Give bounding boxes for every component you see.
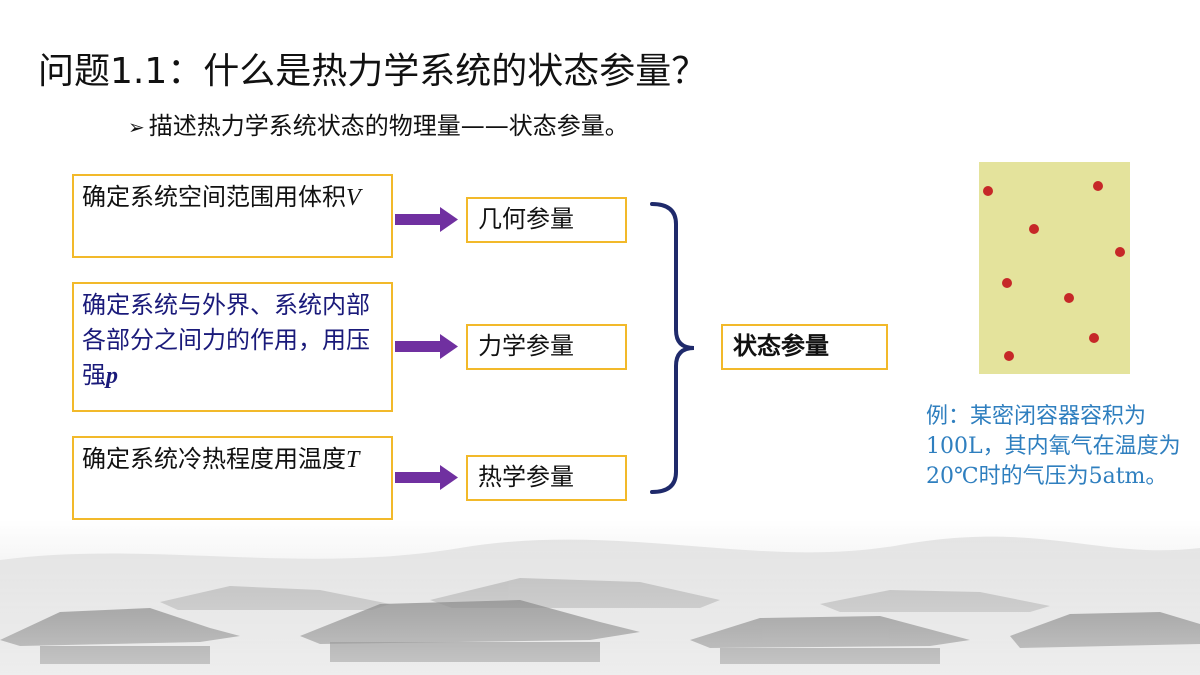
subtitle: ➢描述热力学系统状态的物理量——状态参量。 xyxy=(128,106,629,147)
arrow-bullet-icon: ➢ xyxy=(128,115,145,139)
temperature-description-text: 确定系统冷热程度用温度 xyxy=(82,445,346,473)
subtitle-text: 描述热力学系统状态的物理量——状态参量。 xyxy=(148,112,629,140)
geometric-arrow-icon xyxy=(395,207,458,232)
gas-particle xyxy=(1029,224,1039,234)
gas-particle xyxy=(1115,247,1125,257)
volume-description-box: 确定系统空间范围用体积V xyxy=(72,174,393,258)
state-parameter-box: 状态参量 xyxy=(721,324,888,370)
gas-particle xyxy=(983,186,993,196)
volume-symbol: V xyxy=(346,185,361,211)
mechanical-arrow-icon xyxy=(395,334,458,359)
gas-particle xyxy=(1004,351,1014,361)
volume-description-text: 确定系统空间范围用体积 xyxy=(82,183,346,211)
right-brace-icon xyxy=(650,202,695,494)
pressure-symbol: p xyxy=(106,363,118,389)
page-title: 问题1.1：什么是热力学系统的状态参量？ xyxy=(38,51,708,92)
geometric-parameter-box: 几何参量 xyxy=(466,197,627,243)
temperature-description-box: 确定系统冷热程度用温度T xyxy=(72,436,393,520)
gas-particle xyxy=(1089,333,1099,343)
mechanical-parameter-box: 力学参量 xyxy=(466,324,627,370)
gas-container xyxy=(979,162,1130,374)
pressure-description-box: 确定系统与外界、系统内部各部分之间力的作用，用压强p xyxy=(72,282,393,412)
thermal-arrow-icon xyxy=(395,465,458,490)
thermal-parameter-box: 热学参量 xyxy=(466,455,627,501)
temperature-symbol: T xyxy=(346,447,360,473)
pressure-description-text: 确定系统与外界、系统内部各部分之间力的作用，用压强 xyxy=(82,291,370,389)
gas-particle xyxy=(1002,278,1012,288)
example-text: 例：某密闭容器容积为100L，其内氧气在温度为20℃时的气压为5atm。 xyxy=(926,404,1181,489)
gas-particle xyxy=(1093,181,1103,191)
gas-particle xyxy=(1064,293,1074,303)
